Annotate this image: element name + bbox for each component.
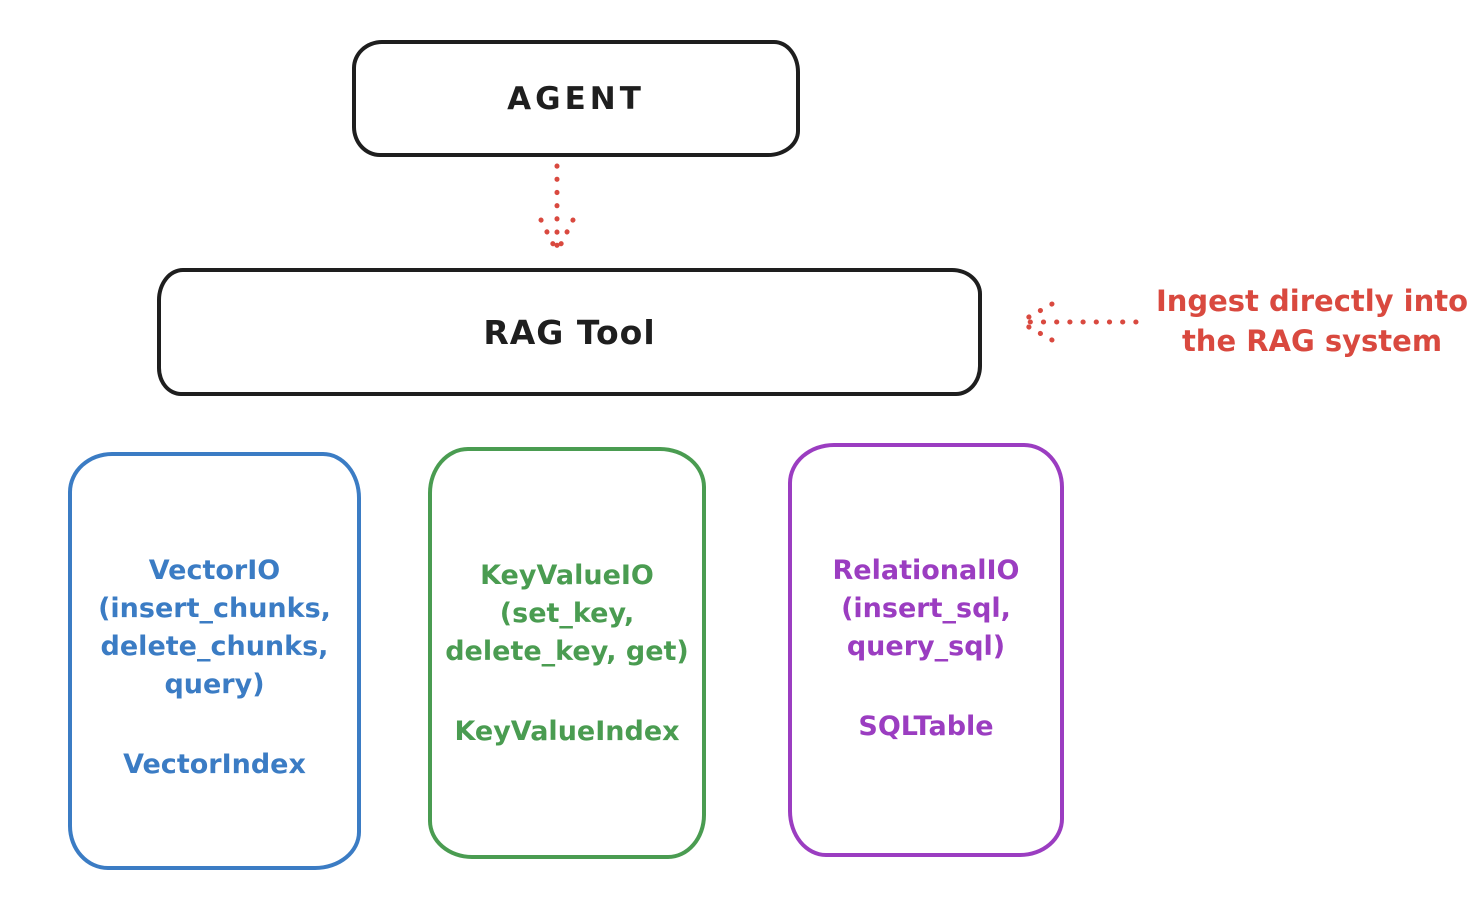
relational-io-line: (insert_sql,: [841, 593, 1011, 624]
keyvalue-io-line: delete_key, get): [445, 636, 689, 667]
vector-index-label: VectorIndex: [123, 749, 306, 780]
ingest-annotation-line2: the RAG system: [1181, 324, 1443, 358]
sql-table-label: SQLTable: [858, 711, 994, 742]
agent-label: AGENT: [507, 80, 645, 117]
relational-io-box: RelationalIO (insert_sql, query_sql) SQL…: [788, 443, 1064, 857]
vector-io-line: VectorIO: [148, 555, 281, 586]
rag-tool-label: RAG Tool: [483, 312, 656, 352]
keyvalue-io-line: (set_key,: [499, 598, 635, 629]
relational-io-methods: RelationalIO (insert_sql, query_sql): [792, 552, 1060, 666]
arrow-agent-to-rag-icon: [538, 163, 576, 255]
relational-io-line: RelationalIO: [832, 555, 1020, 586]
relational-io-line: query_sql): [846, 631, 1006, 662]
vector-io-line: query): [164, 669, 265, 700]
keyvalue-index-label: KeyValueIndex: [454, 716, 680, 747]
ingest-annotation: Ingest directly into the RAG system: [1140, 281, 1484, 361]
keyvalue-io-methods: KeyValueIO (set_key, delete_key, get): [432, 557, 702, 671]
keyvalue-io-line: KeyValueIO: [480, 560, 654, 591]
ingest-annotation-line1: Ingest directly into: [1155, 284, 1469, 318]
vector-io-box: VectorIO (insert_chunks, delete_chunks, …: [68, 452, 361, 870]
keyvalue-io-box: KeyValueIO (set_key, delete_key, get) Ke…: [428, 447, 706, 859]
agent-box: AGENT: [352, 40, 800, 157]
vector-io-line: (insert_chunks,: [98, 593, 331, 624]
vector-io-methods: VectorIO (insert_chunks, delete_chunks, …: [72, 552, 357, 704]
vector-io-line: delete_chunks,: [100, 631, 329, 662]
rag-tool-box: RAG Tool: [157, 268, 982, 396]
arrow-annotation-to-rag-icon: [1017, 301, 1139, 343]
